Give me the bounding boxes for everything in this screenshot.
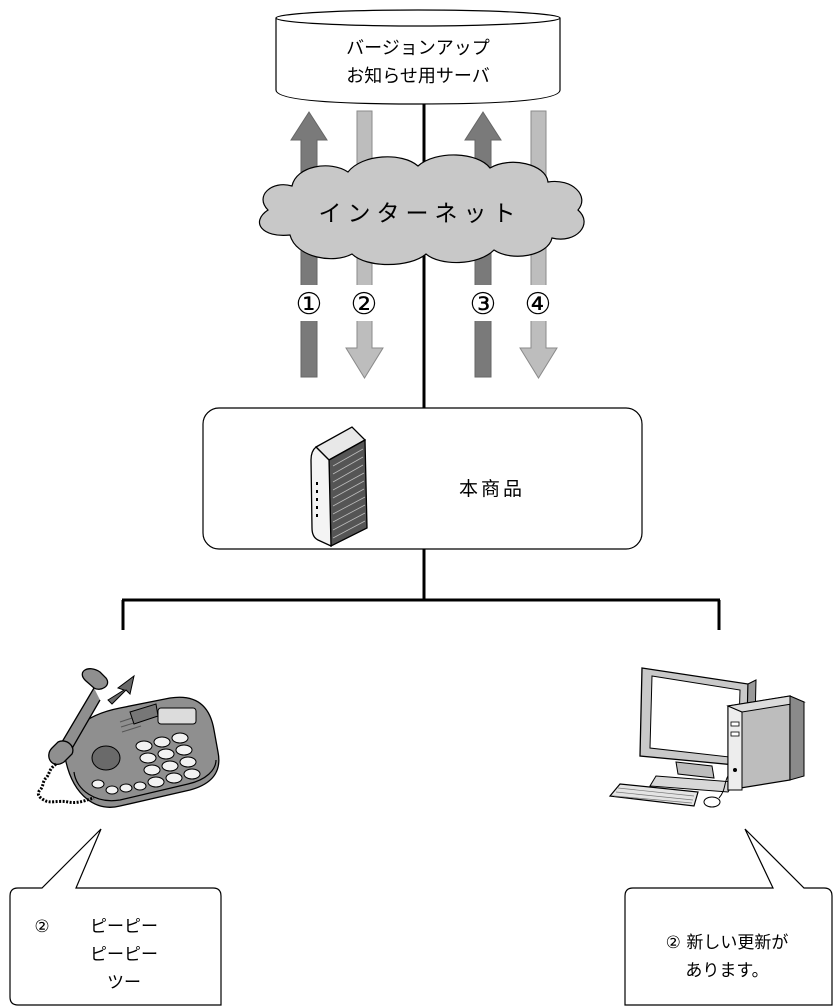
internet-cloud: インターネット — [258, 154, 585, 266]
phone-bubble-line1: ピーピー — [90, 917, 158, 937]
server-label-line2: お知らせ用サーバ — [346, 66, 489, 87]
server-cylinder — [275, 18, 561, 105]
router-icon — [310, 426, 368, 548]
lan-lines — [121, 549, 721, 630]
phone-bubble-line2: ピーピー — [90, 945, 158, 965]
phone-bubble-line3: ツー — [107, 973, 141, 993]
computer-icon — [608, 667, 806, 808]
product-label: 本商品 — [459, 478, 525, 500]
telephone-icon — [36, 668, 220, 808]
internet-label: インターネット — [319, 201, 522, 227]
server-label-line1: バージョンアップ — [346, 38, 490, 59]
pc-bubble-line2: あります。 — [685, 961, 768, 981]
product-box — [202, 407, 643, 550]
cloud-shape — [258, 154, 585, 266]
phone-speech-bubble: ② ピーピー ピーピー ツー — [9, 828, 222, 1006]
step-2-label: ② — [351, 287, 378, 322]
phone-bubble-marker: ② — [34, 917, 49, 937]
step-labels: ① ② ③ ④ — [291, 285, 556, 322]
step-3-label: ③ — [470, 287, 497, 322]
pc-bubble-line1: ② 新しい更新が — [666, 933, 789, 953]
server-node: バージョンアップ お知らせ用サーバ — [275, 9, 561, 105]
product-node: 本商品 — [202, 407, 643, 550]
pc-speech-bubble: ② 新しい更新が あります。 — [624, 828, 833, 1006]
step-1-label: ① — [296, 287, 323, 322]
step-4-label: ④ — [525, 287, 552, 322]
server-cylinder-top — [275, 9, 561, 27]
